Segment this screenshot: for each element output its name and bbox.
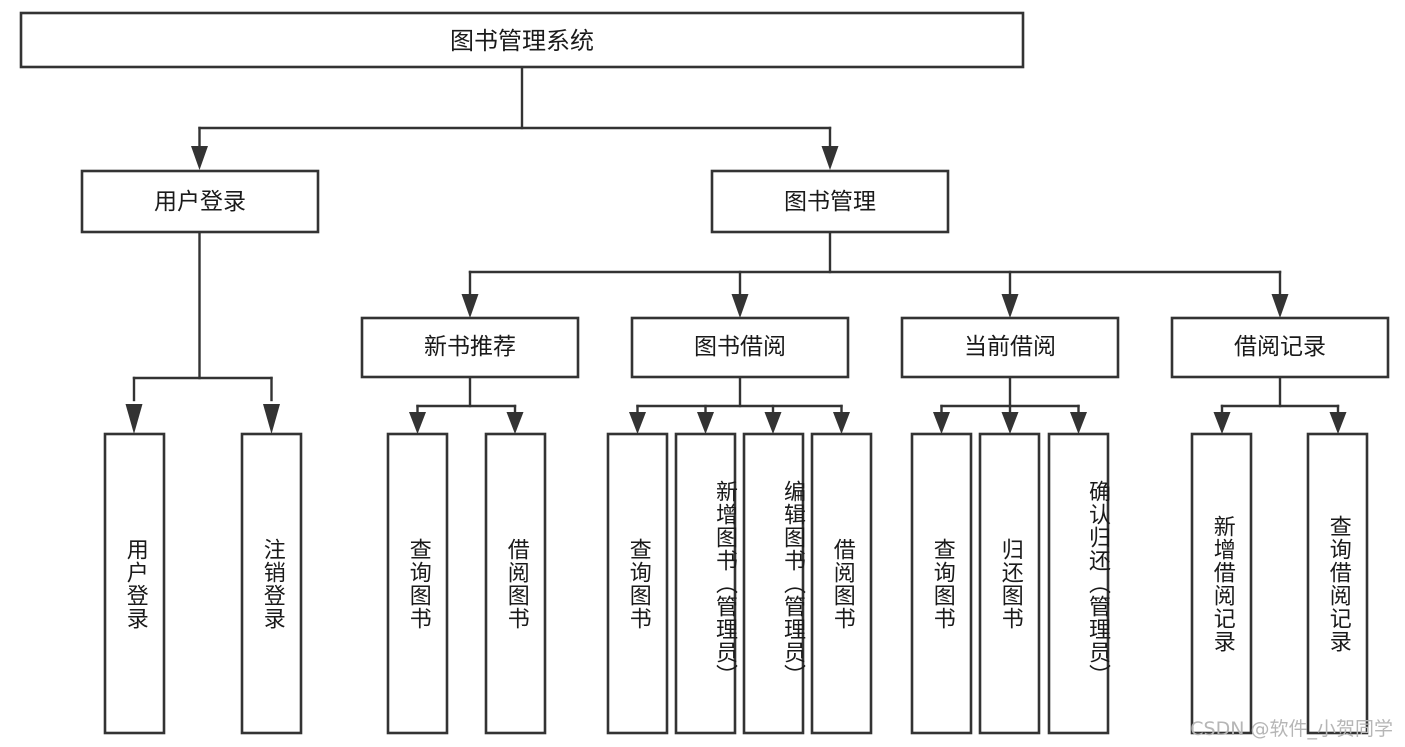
arrowhead-book-manage <box>821 146 839 170</box>
arrowhead-leaf-user-login <box>125 404 143 434</box>
node-borrow-record-label: 借阅记录 <box>1234 334 1326 360</box>
node-root[interactable]: 图书管理系统 <box>19 11 1025 69</box>
leaf-query-record-box[interactable] <box>1306 432 1369 735</box>
leaf-boxes <box>103 432 1369 735</box>
csdn-watermark: CSDN @软件_小贺同学 <box>1190 718 1393 740</box>
arrowhead-leaf-add-record <box>1213 412 1231 434</box>
leaf-borrow-book-2-box[interactable] <box>810 432 873 735</box>
arrowhead-leaf-borrow-book-1 <box>506 412 524 434</box>
leaf-query-book-1-box[interactable] <box>386 432 449 735</box>
leaf-query-book-2-box[interactable] <box>606 432 669 735</box>
node-book-manage[interactable]: 图书管理 <box>710 169 950 234</box>
node-current-borrow-label: 当前借阅 <box>964 334 1056 360</box>
leaf-confirm-return-box[interactable] <box>1047 432 1110 735</box>
node-book-manage-label: 图书管理 <box>784 189 876 215</box>
arrowhead-leaf-add-book <box>697 412 714 434</box>
connector-group-user-login <box>125 231 280 434</box>
connector-group-current-borrow <box>933 376 1087 434</box>
node-user-login-box[interactable] <box>80 169 320 234</box>
leaf-query-book-3-box[interactable] <box>910 432 973 735</box>
connector-group-book-borrow <box>629 376 850 434</box>
node-book-borrow-label: 图书借阅 <box>694 334 786 360</box>
connector-group-new-book-rec <box>409 376 524 434</box>
node-book-borrow[interactable]: 图书借阅 <box>630 316 850 379</box>
arrowhead-user-login <box>191 146 208 170</box>
arrowhead-borrow-record <box>1271 294 1289 318</box>
node-book-borrow-box[interactable] <box>630 316 850 379</box>
arrowhead-leaf-query-book-3 <box>933 412 950 434</box>
leaf-edit-book-box[interactable] <box>742 432 805 735</box>
arrowhead-new-book-rec <box>461 294 479 318</box>
leaf-borrow-book-1-box[interactable] <box>484 432 547 735</box>
leaf-user-login-box[interactable] <box>103 432 166 735</box>
arrowhead-leaf-borrow-book-2 <box>833 412 850 434</box>
node-root-box[interactable] <box>19 11 1025 69</box>
leaf-return-book-box[interactable] <box>978 432 1041 735</box>
node-root-label: 图书管理系统 <box>450 27 594 55</box>
node-current-borrow-box[interactable] <box>900 316 1120 379</box>
node-new-book-rec[interactable]: 新书推荐 <box>360 316 580 379</box>
node-borrow-record-box[interactable] <box>1170 316 1390 379</box>
arrowhead-leaf-query-record <box>1329 412 1347 434</box>
arrowhead-leaf-confirm-return <box>1070 412 1087 434</box>
node-current-borrow[interactable]: 当前借阅 <box>900 316 1120 379</box>
leaf-logout-login-box[interactable] <box>240 432 303 735</box>
arrowhead-leaf-logout-login <box>263 404 280 434</box>
connector-group-root <box>191 66 839 170</box>
arrowhead-leaf-edit-book <box>764 412 782 434</box>
arrowhead-leaf-query-book-1 <box>409 412 426 434</box>
node-new-book-rec-box[interactable] <box>360 316 580 379</box>
leaf-add-record-box[interactable] <box>1190 432 1253 735</box>
node-new-book-rec-label: 新书推荐 <box>424 334 516 360</box>
node-user-login[interactable]: 用户登录 <box>80 169 320 234</box>
arrowhead-book-borrow <box>731 294 749 318</box>
arrowhead-leaf-query-book-2 <box>629 412 646 434</box>
connector-group-book-manage <box>461 231 1289 318</box>
arrowhead-current-borrow <box>1001 294 1019 318</box>
node-borrow-record[interactable]: 借阅记录 <box>1170 316 1390 379</box>
node-user-login-label: 用户登录 <box>154 189 246 215</box>
leaf-add-book-box[interactable] <box>674 432 737 735</box>
arrowhead-leaf-return-book <box>1001 412 1019 434</box>
connector-group-borrow-record <box>1213 376 1347 434</box>
node-book-manage-box[interactable] <box>710 169 950 234</box>
